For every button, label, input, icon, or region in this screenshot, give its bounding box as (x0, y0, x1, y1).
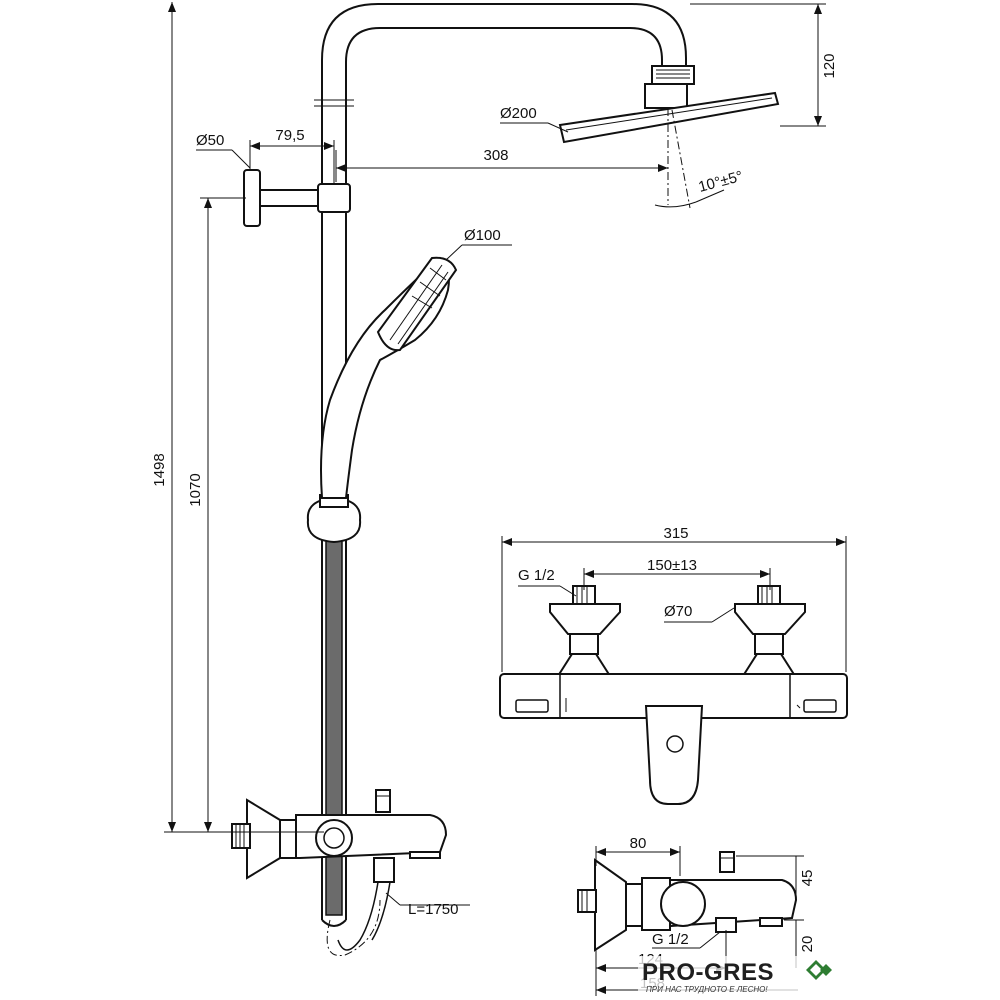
label-wall-flange: Ø50 (196, 132, 224, 149)
label-wall-offset: 79,5 (275, 127, 304, 144)
logo-name: PRO-GRES (642, 959, 774, 986)
logo-chevron-icon (806, 960, 832, 980)
label-side-drop: 20 (799, 936, 816, 953)
label-mixer-width: 315 (663, 525, 688, 542)
label-centers: 150±13 (647, 557, 697, 574)
thermostat-front (499, 585, 848, 805)
label-escutcheon: Ø70 (664, 603, 692, 620)
label-rail-height: 1070 (187, 473, 204, 506)
label-hose-length: L=1750 (408, 901, 458, 918)
label-thread-side: G 1/2 (652, 931, 689, 948)
head-shower (558, 65, 780, 209)
label-total-height: 1498 (151, 453, 168, 486)
hand-shower (320, 256, 458, 499)
label-side-depth: 80 (630, 835, 647, 852)
label-arm-reach: 308 (483, 147, 508, 164)
logo: PRO-GRES ПРИ НАС ТРУДНОТО Е ЛЕСНО! (638, 956, 838, 996)
label-head-diameter: Ø200 (500, 105, 537, 122)
bath-mixer-left (231, 789, 470, 957)
shower-column (243, 3, 687, 927)
label-side-height: 45 (799, 870, 816, 887)
label-head-height: 120 (821, 53, 838, 78)
label-thread-top: G 1/2 (518, 567, 555, 584)
label-hand-diameter: Ø100 (464, 227, 501, 244)
mixer-side-view (577, 851, 798, 952)
logo-tagline: ПРИ НАС ТРУДНОТО Е ЛЕСНО! (646, 985, 768, 994)
arrowheads (168, 2, 846, 994)
